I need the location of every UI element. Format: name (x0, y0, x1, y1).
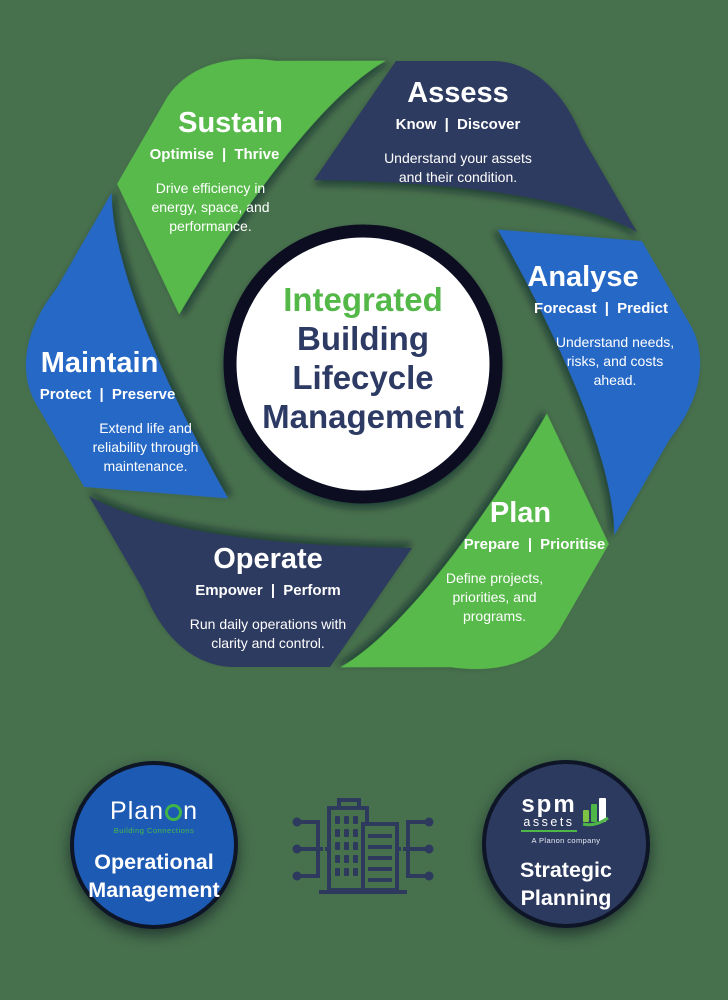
planon-logo-o-icon (165, 804, 183, 821)
segment-keywords-plan: Prepare | Prioritise (463, 536, 606, 553)
spm-bars-icon (582, 798, 609, 827)
segment-title-operate: Operate (213, 543, 323, 575)
segment-description-operate: Run daily operations with clarity and co… (189, 616, 347, 651)
segment-keywords-analyse: Forecast | Predict (534, 300, 668, 317)
segment-description-maintain: Extend life and reliability through main… (92, 420, 199, 474)
segment-description-sustain: Drive efficiency in energy, space, and p… (151, 180, 270, 234)
center-title: Integrated Building Lifecycle Management (238, 280, 488, 436)
center-title-line3: Lifecycle (292, 359, 434, 396)
building-connector-graphic (283, 792, 443, 909)
segment-assess: Assess Know | Discover Understand your a… (348, 76, 568, 187)
segment-keywords-maintain: Protect | Preserve (39, 386, 176, 403)
segment-description-plan: Define projects, priorities, and program… (445, 570, 544, 624)
segment-keywords-operate: Empower | Perform (195, 582, 341, 599)
operational-management-label: Operational Management (88, 850, 220, 902)
planon-logo-text-post: n (183, 797, 198, 825)
spm-logo-subtext: assets (521, 816, 577, 832)
segment-plan: Plan Prepare | Prioritise Define project… (428, 496, 613, 626)
segment-shape-plan (340, 413, 609, 670)
segment-shape-operate (89, 496, 412, 667)
segment-shape-analyse (497, 229, 701, 536)
center-title-line2: Building (297, 320, 429, 357)
center-title-line4: Management (262, 398, 464, 435)
segment-description-assess: Understand your assets and their conditi… (384, 150, 532, 185)
segment-description-analyse: Understand needs, risks, and costs ahead… (555, 334, 675, 388)
connector-right-icon (389, 817, 434, 881)
planon-logo-subtitle: Building Connections (113, 826, 195, 835)
segment-maintain: Maintain Protect | Preserve Extend life … (12, 346, 199, 476)
segment-shape-maintain (25, 192, 229, 499)
segment-sustain: Sustain Optimise | Thrive Drive efficien… (118, 106, 343, 236)
segment-shape-sustain (117, 58, 386, 315)
spm-assets-logo: spm assets (521, 791, 610, 832)
segment-keywords-sustain: Optimise | Thrive (149, 146, 280, 163)
segment-operate: Operate Empower | Perform Run daily oper… (150, 542, 386, 653)
center-title-line1: Integrated (283, 281, 443, 318)
segment-title-plan: Plan (489, 497, 552, 529)
segment-keywords-assess: Know | Discover (395, 116, 521, 133)
strategic-planning-label: Strategic Planning (519, 858, 612, 910)
strategic-planning-circle: spm assets A Planon company Strategic Pl… (482, 760, 650, 928)
segment-analyse: Analyse Forecast | Predict Understand ne… (488, 260, 678, 390)
spm-logo-text: spm (521, 791, 577, 818)
lifecycle-cycle-graphic (25, 58, 701, 670)
segment-title-assess: Assess (407, 77, 509, 109)
spm-logo-tagline: A Planon company (531, 836, 601, 845)
segment-title-analyse: Analyse (527, 261, 639, 293)
segment-title-sustain: Sustain (178, 107, 283, 139)
center-circle (223, 224, 503, 504)
segment-shape-assess (314, 61, 637, 232)
segment-title-maintain: Maintain (40, 347, 159, 379)
planon-logo-text-pre: Plan (110, 797, 165, 825)
building-icon (292, 798, 434, 894)
